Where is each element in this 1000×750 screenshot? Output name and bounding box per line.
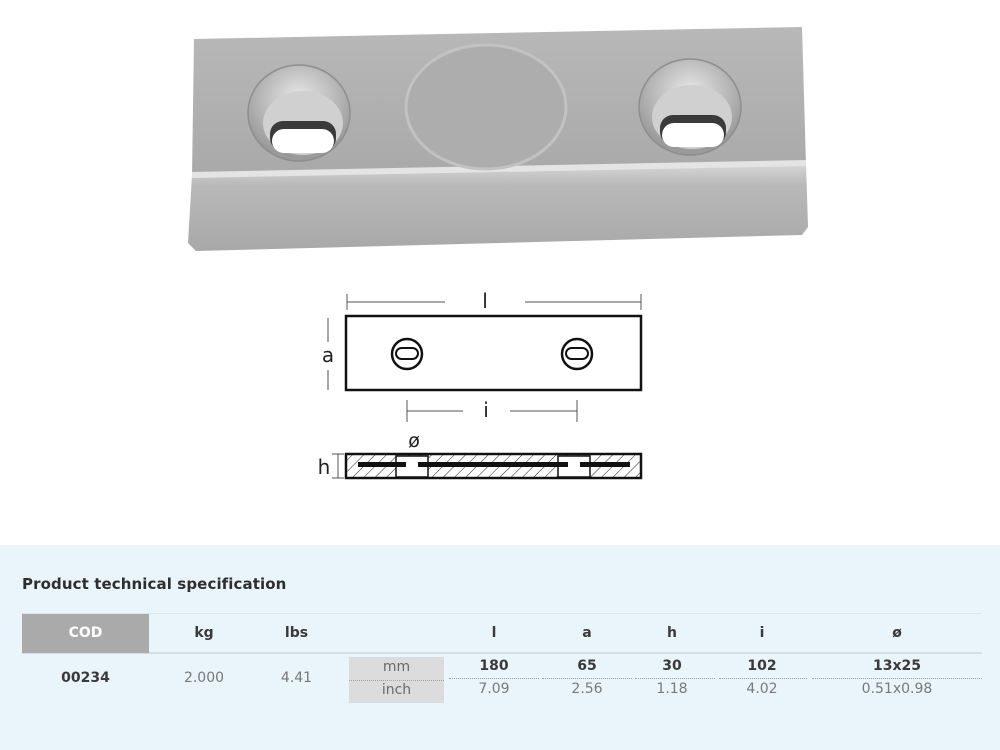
width-label: a [322,343,334,367]
header-lbs: lbs [284,625,309,641]
cell-a-mm: 65 [577,658,597,674]
divider [542,678,632,679]
header-diameter: ø [892,625,902,641]
cell-l-mm: 180 [479,658,509,674]
cell-h-inch: 1.18 [656,681,688,697]
cell-kg: 2.000 [183,670,225,686]
diameter-label: ø [408,430,420,452]
header-l: l [491,625,497,641]
table-row: 00234 2.000 4.41 mm inch 180 65 30 102 1… [22,654,982,710]
unit-inch: inch [381,682,412,698]
spec-table: COD kg lbs l a h i ø 00234 2.000 4.41 mm… [22,613,982,710]
cell-i-inch: 4.02 [746,681,778,697]
divider [635,678,715,679]
cell-diameter-mm: 13x25 [873,658,921,674]
cell-lbs: 4.41 [280,670,313,686]
spec-table-header: COD kg lbs l a h i ø [22,613,982,654]
header-h: h [667,625,677,641]
divider [719,678,807,679]
cell-l-inch: 7.09 [478,681,510,697]
spec-title: Product technical specification [22,575,287,593]
cell-diameter-inch: 0.51x0.98 [861,681,933,697]
cell-i-mm: 102 [747,658,777,674]
divider [812,678,982,679]
unit-mm: mm [382,659,411,675]
header-a: a [582,625,592,641]
height-label: h [318,455,331,479]
length-label: l [482,289,488,313]
product-photo [188,27,808,251]
spec-panel: Product technical specification COD kg l… [0,545,1000,750]
header-i: i [759,625,765,641]
interaxis-label: i [483,398,489,422]
divider [449,678,539,679]
length-dimension [346,294,642,310]
cell-cod: 00234 [61,670,110,686]
unit-box: mm inch [349,657,444,703]
cell-h-mm: 30 [662,658,682,674]
header-cod: COD [22,614,149,653]
header-kg: kg [194,625,214,641]
divider [349,680,444,681]
cell-a-inch: 2.56 [571,681,603,697]
technical-drawing: l a i ø h [318,289,643,480]
